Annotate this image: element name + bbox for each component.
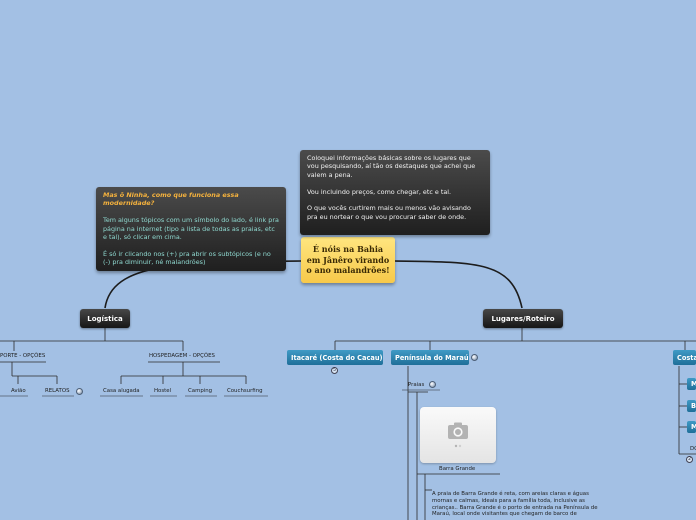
help-note-paragraph-1: Tem alguns tópicos com um símbolo do lad…: [103, 216, 279, 241]
topic-itacare[interactable]: Itacaré (Costa do Cacau): [287, 350, 383, 365]
collapsed-count-badge[interactable]: 5: [331, 367, 338, 374]
globe-link-icon[interactable]: [471, 354, 478, 361]
help-note[interactable]: Mas ô Ninha, como que funciona essa mode…: [96, 187, 286, 271]
item-camping[interactable]: Camping: [188, 388, 212, 394]
globe-link-icon[interactable]: [429, 381, 436, 388]
central-topic-line-1: É nóis na Bahia: [306, 244, 389, 255]
image-placeholder[interactable]: [420, 407, 496, 463]
topic-logistica[interactable]: Logística: [80, 309, 130, 328]
costa-subtopic-2[interactable]: Bo: [687, 400, 696, 412]
central-topic[interactable]: É nóis na Bahia em Jânêro virando o ano …: [301, 237, 395, 283]
help-note-paragraph-2: É só ir clicando nos (+) pra abrir os su…: [103, 250, 279, 267]
subtopic-hospedagem[interactable]: HOSPEDAGEM - OPÇÕES: [149, 353, 215, 359]
costa-subtopic-3[interactable]: M: [687, 421, 696, 433]
item-couchsurfing[interactable]: Couchsurfing: [227, 388, 263, 394]
topic-peninsula-marau[interactable]: Península do Maraú: [391, 350, 469, 365]
central-topic-line-3: o ano malandrões!: [306, 265, 389, 276]
item-hostel[interactable]: Hostel: [154, 388, 171, 394]
collapsed-count-badge[interactable]: 2: [686, 456, 693, 463]
barra-grande-description: A praia de Barra Grande é reta, com arei…: [432, 491, 610, 518]
info-note-paragraph-2: Vou incluindo preços, como chegar, etc e…: [307, 188, 483, 196]
topic-lugares-roteiro[interactable]: Lugares/Roteiro: [483, 309, 563, 328]
subtopic-praias[interactable]: Praias: [408, 382, 424, 388]
subtopic-transporte[interactable]: PORTE - OPÇÕES: [0, 353, 45, 359]
camera-icon: [420, 407, 496, 463]
info-note[interactable]: Coloquei informações básicas sobre os lu…: [300, 150, 490, 235]
item-casa-alugada[interactable]: Casa alugada: [103, 388, 140, 394]
info-note-paragraph-1: Coloquei informações básicas sobre os lu…: [307, 154, 483, 179]
topic-costa[interactable]: Costa: [673, 350, 696, 365]
help-note-question: Mas ô Ninha, como que funciona essa mode…: [103, 191, 279, 208]
item-relatos[interactable]: RELATOS: [45, 388, 70, 394]
costa-subtopic-1[interactable]: M: [687, 378, 696, 390]
central-topic-line-2: em Jânêro virando: [306, 255, 389, 266]
item-aviao[interactable]: Avião: [11, 388, 26, 394]
info-note-paragraph-3: O que vocês curtirem mais ou menos vão a…: [307, 204, 483, 221]
costa-subtopic-4[interactable]: DO: [690, 446, 696, 452]
image-caption: Barra Grande: [439, 466, 475, 472]
globe-link-icon[interactable]: [76, 388, 83, 395]
